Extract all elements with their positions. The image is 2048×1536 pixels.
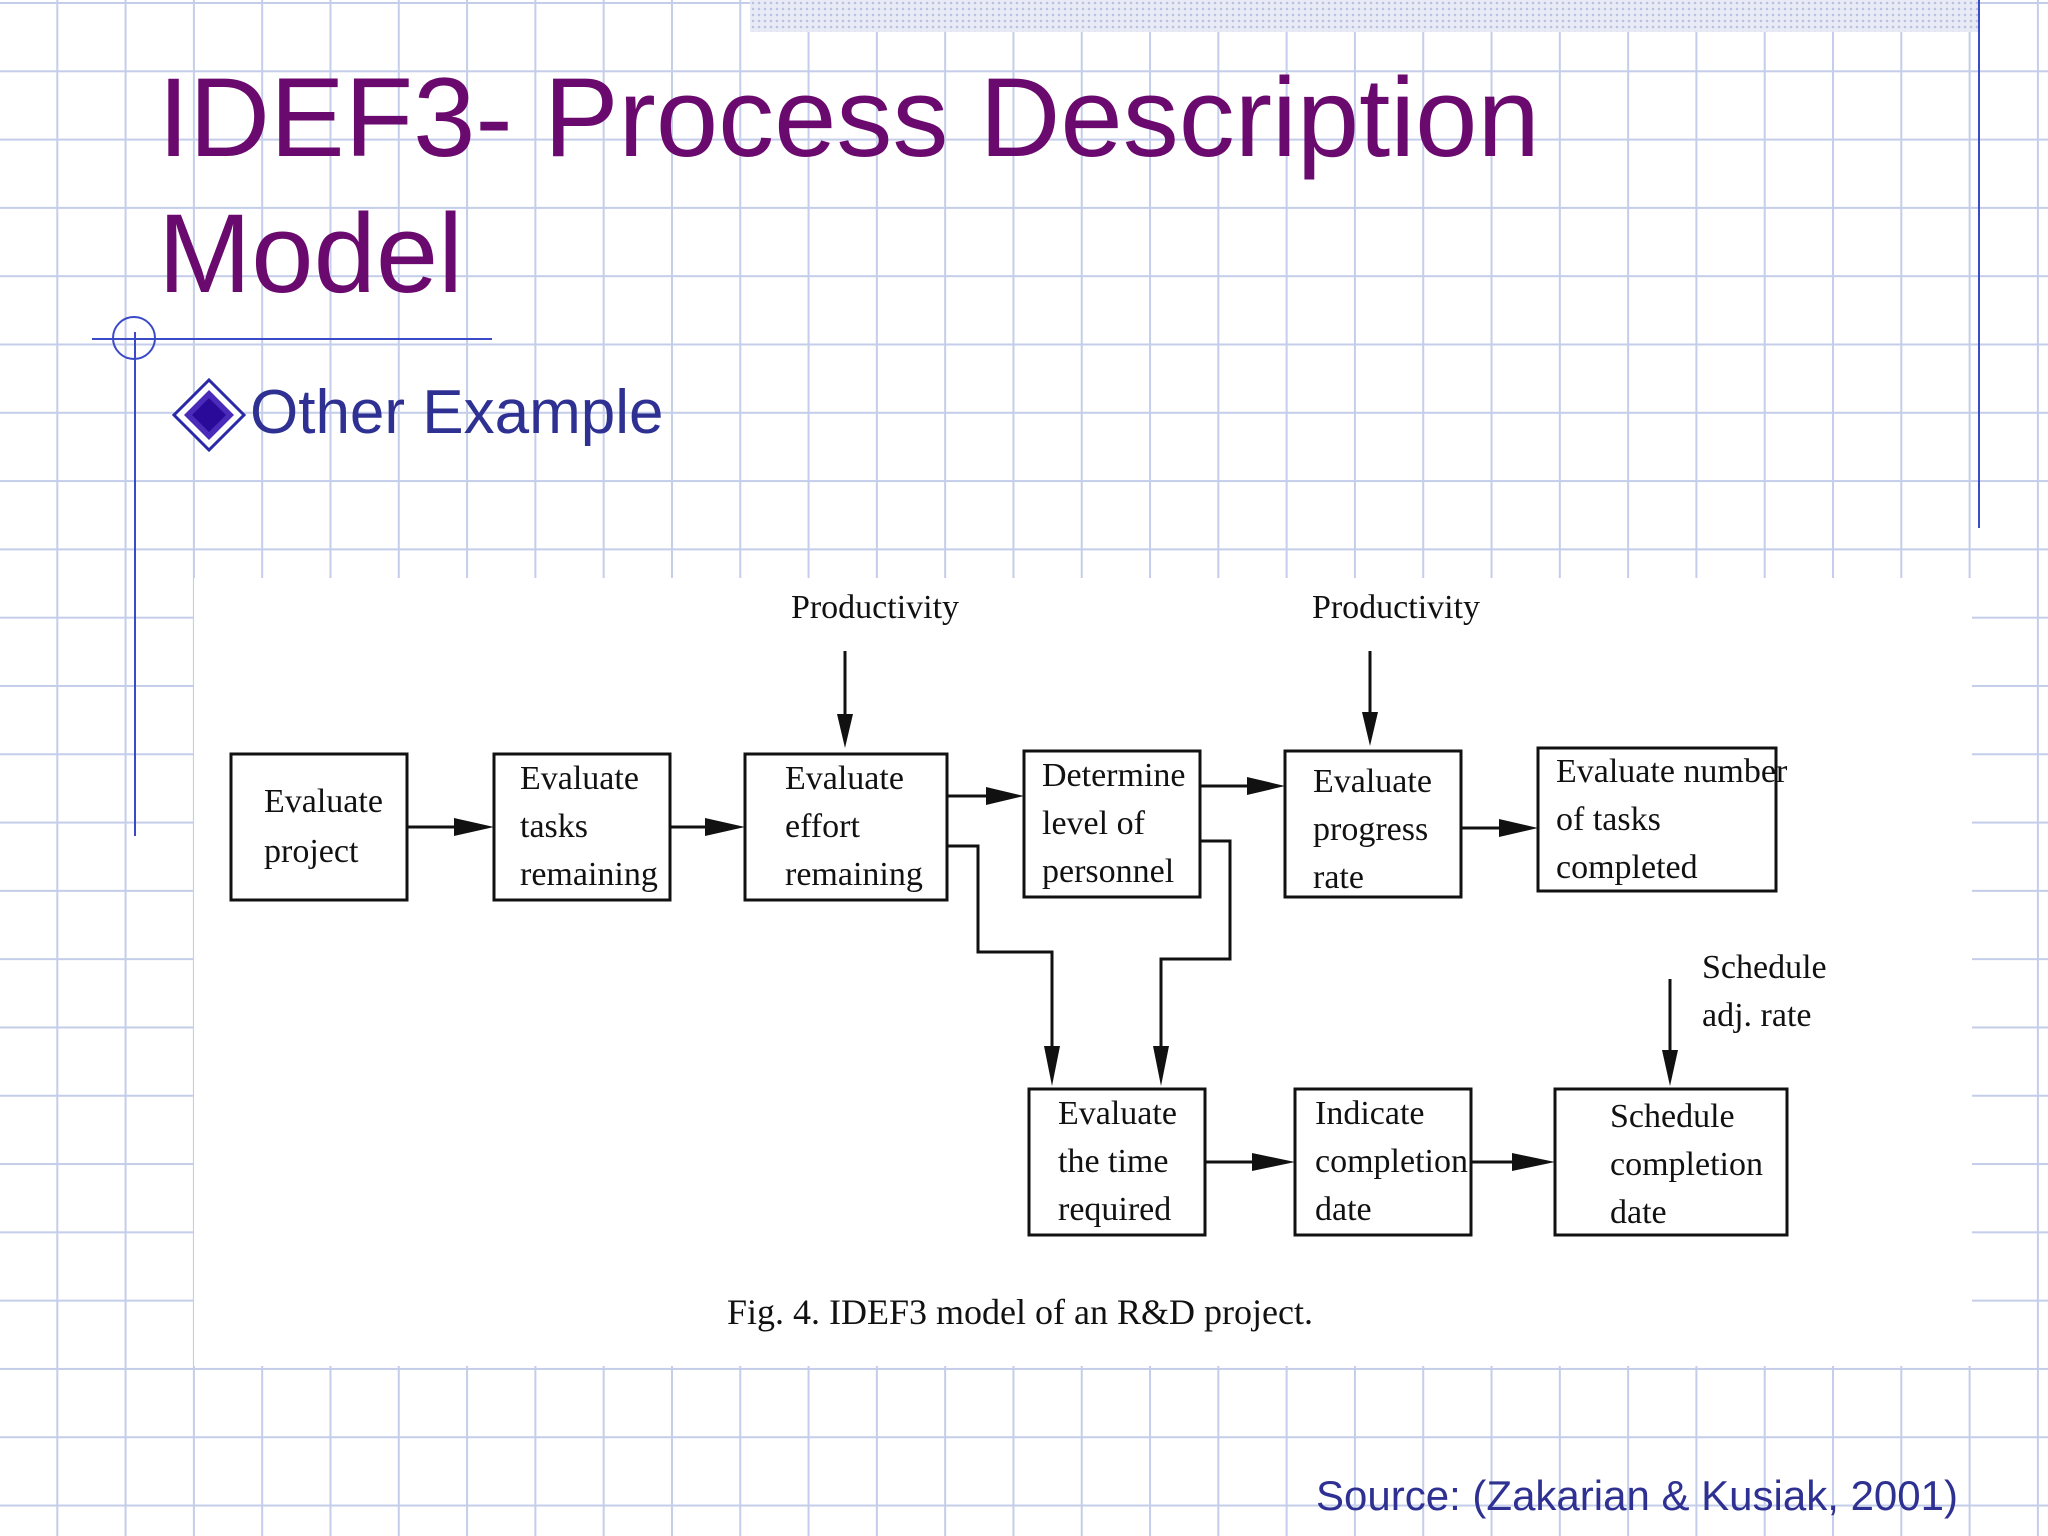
box-evaluate-project-line-1: Evaluate (264, 783, 383, 820)
box-evaluate-progress-line-1: Evaluate (1313, 763, 1432, 800)
arrowhead-determine-to-progress (1247, 777, 1285, 795)
box-evaluate-effort-remaining: Evaluate effort remaining (743, 752, 949, 902)
figure-caption: Fig. 4. IDEF3 model of an R&D project. (727, 1292, 1313, 1332)
arrowhead-project-to-tasks (454, 818, 494, 836)
arrowhead-time-to-indicate (1252, 1153, 1295, 1171)
arrowhead-progress-to-completed (1499, 819, 1538, 837)
box-time-required-line-3: required (1058, 1191, 1171, 1228)
box-evaluate-progress-line-2: progress (1313, 811, 1428, 848)
title-underline (92, 338, 492, 340)
box-indicate-completion-date: Indicate completion date (1293, 1087, 1473, 1237)
arrow-effort-to-time-required (947, 844, 1054, 1046)
box-evaluate-tasks-line-1: Evaluate (520, 760, 639, 797)
box-evaluate-progress-line-3: rate (1313, 859, 1364, 896)
box-evaluate-tasks-remaining: Evaluate tasks remaining (492, 752, 672, 902)
box-determine-level-of-personnel: Determine level of personnel (1022, 749, 1202, 899)
box-determine-level-line-1: Determine (1042, 757, 1186, 794)
box-evaluate-number-line-3: completed (1556, 849, 1698, 886)
idef3-diagram-figure: Productivity Productivity Evaluate proje… (194, 578, 1972, 1366)
arrowhead-determine-to-time-required (1153, 1046, 1169, 1086)
top-pattern-band (750, 0, 1980, 32)
bullet-text: Other Example (250, 378, 664, 447)
schedule-adj-arrowhead (1662, 1050, 1678, 1086)
box-schedule-completion-line-3: date (1610, 1194, 1667, 1231)
box-evaluate-number-of-tasks-completed: Evaluate number of tasks completed (1536, 746, 1788, 893)
box-schedule-completion-line-1: Schedule (1610, 1098, 1735, 1135)
box-indicate-completion-line-3: date (1315, 1191, 1372, 1228)
box-evaluate-effort-line-2: effort (785, 808, 860, 845)
box-evaluate-effort-line-3: remaining (785, 856, 923, 893)
decorative-vertical-line-right (1978, 0, 1980, 528)
diamond-bullet-icon (172, 378, 246, 452)
arrowhead-indicate-to-schedule (1512, 1153, 1555, 1171)
box-evaluate-number-line-1: Evaluate number (1556, 753, 1788, 790)
decorative-circle (112, 316, 156, 360)
productivity-label-2: Productivity (1312, 589, 1480, 626)
box-indicate-completion-line-2: completion (1315, 1143, 1468, 1180)
decorative-vertical-line-left (134, 332, 136, 836)
box-evaluate-number-line-2: of tasks (1556, 801, 1661, 838)
box-time-required-line-2: the time (1058, 1143, 1168, 1180)
box-evaluate-progress-rate: Evaluate progress rate (1283, 749, 1463, 899)
box-evaluate-project-line-2: project (264, 833, 359, 870)
box-determine-level-line-3: personnel (1042, 853, 1174, 890)
box-schedule-completion-line-2: completion (1610, 1146, 1763, 1183)
box-indicate-completion-line-1: Indicate (1315, 1095, 1425, 1132)
box-evaluate-project: Evaluate project (229, 752, 409, 902)
arrowhead-effort-to-time-required (1044, 1046, 1060, 1086)
box-schedule-completion-date: Schedule completion date (1553, 1087, 1789, 1237)
productivity-arrowhead-2 (1362, 712, 1378, 746)
arrowhead-effort-to-determine (986, 787, 1024, 805)
slide-title: IDEF3- Process Description Model (158, 50, 1658, 322)
box-determine-level-line-2: level of (1042, 805, 1146, 842)
schedule-adj-label-line-2: adj. rate (1702, 997, 1812, 1034)
box-time-required-line-1: Evaluate (1058, 1095, 1177, 1132)
productivity-arrowhead-1 (837, 714, 853, 748)
arrowhead-tasks-to-effort (705, 818, 745, 836)
slide-title-line-2: Model (158, 191, 464, 316)
slide-title-line-1: IDEF3- Process Description (158, 55, 1540, 180)
idef3-diagram: Productivity Productivity Evaluate proje… (229, 589, 1827, 1332)
box-evaluate-effort-line-1: Evaluate (785, 760, 904, 797)
box-evaluate-the-time-required: Evaluate the time required (1027, 1087, 1207, 1237)
source-citation: Source: (Zakarian & Kusiak, 2001) (1316, 1472, 1958, 1519)
schedule-adj-label-line-1: Schedule (1702, 949, 1827, 986)
arrow-determine-to-time-required (1159, 839, 1232, 1046)
box-evaluate-tasks-line-2: tasks (520, 808, 588, 845)
box-evaluate-tasks-line-3: remaining (520, 856, 658, 893)
productivity-label-1: Productivity (791, 589, 959, 626)
